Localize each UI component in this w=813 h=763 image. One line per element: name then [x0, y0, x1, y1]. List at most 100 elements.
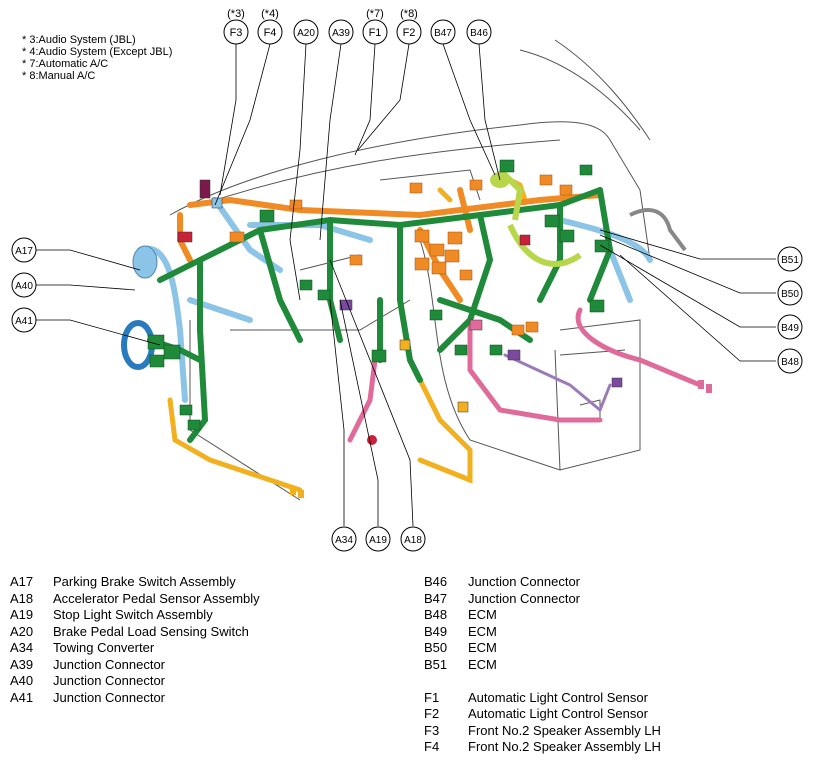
callout-A40: A40	[11, 272, 37, 298]
pink-conn-1	[698, 380, 704, 389]
connectors-orange	[229, 174, 573, 336]
legend-code: F2	[424, 706, 440, 721]
legend-row: A39 Junction Connector	[10, 657, 260, 674]
legend-code: B47	[424, 590, 448, 606]
legend-name: ECM	[468, 607, 497, 622]
footnote: * 7:Automatic A/C	[22, 58, 109, 70]
footnote: * 3:Audio System (JBL)	[22, 34, 136, 46]
callout-label: A17	[15, 246, 33, 257]
legend-name: Automatic Light Control Sensor	[468, 706, 648, 721]
callout-label: B50	[781, 289, 799, 300]
callout-label: B49	[781, 323, 799, 334]
legend-code: F3	[424, 722, 440, 738]
callout-F3: (*3) F3	[223, 8, 249, 45]
footnote: * 4:Audio System (Except JBL)	[22, 46, 173, 58]
legend-name: Accelerator Pedal Sensor Assembly	[53, 590, 260, 606]
legend-code: A20	[10, 623, 34, 639]
legend-row: A18 Accelerator Pedal Sensor Assembly	[10, 591, 260, 608]
legend-name: Junction Connector	[468, 590, 581, 606]
callout-label: B51	[781, 255, 799, 266]
duct-a17	[132, 245, 158, 279]
legend-name: ECM	[468, 656, 497, 672]
callout-F2: (*8) F2	[396, 8, 422, 45]
legend-spacer	[424, 673, 661, 690]
legend-row: B48 ECM	[424, 607, 661, 624]
legend-row: B46 Junction Connector	[424, 574, 661, 591]
harness-purple	[503, 353, 612, 412]
callout-B46: B46	[466, 19, 492, 45]
legend-code: F1	[424, 689, 440, 705]
a34-converter	[367, 435, 377, 445]
leader-lines	[36, 43, 776, 527]
callout-note: (*4)	[261, 8, 279, 20]
legend-code: B48	[424, 607, 448, 622]
connectors-misc	[177, 179, 623, 413]
legend-name: Stop Light Switch Assembly	[53, 607, 213, 622]
legend-code: A17	[10, 574, 34, 589]
legend-row: F1 Automatic Light Control Sensor	[424, 690, 661, 707]
wiring-harness-diagram: (*3) F3 (*4) F4 A20 A39 (*7) F1 (*8) F2 …	[11, 8, 803, 552]
callout-F1: (*7) F1	[362, 8, 388, 45]
legend-name: Towing Converter	[53, 640, 155, 655]
callout-A17: A17	[11, 237, 37, 263]
callout-A19: A19	[365, 526, 391, 552]
callout-A20: A20	[293, 19, 319, 45]
legend-code: B49	[424, 623, 448, 639]
legend-row: A34 Towing Converter	[10, 640, 260, 657]
legend-row: A20 Brake Pedal Load Sensing Switch	[10, 624, 260, 641]
legend-row: B49 ECM	[424, 624, 661, 641]
dashboard-outline	[169, 39, 651, 501]
legend-code: B50	[424, 640, 448, 655]
footnote: * 8:Manual A/C	[22, 70, 96, 82]
callout-A39: A39	[328, 19, 354, 45]
callout-label: A40	[15, 281, 33, 292]
legend-name: ECM	[468, 623, 497, 639]
yellow-conn-1	[290, 487, 296, 495]
callout-A18: A18	[400, 526, 426, 552]
callout-B47: B47	[430, 19, 456, 45]
legend-code: A39	[10, 656, 34, 672]
callout-label: B46	[470, 28, 488, 39]
yellow-conn-2	[298, 490, 304, 498]
callout-label: B48	[781, 357, 799, 368]
harness-pink	[347, 307, 703, 443]
callout-label: F4	[264, 27, 277, 39]
legend-code: B46	[424, 574, 448, 589]
legend-row: B51 ECM	[424, 657, 661, 674]
callout-label: B47	[434, 28, 452, 39]
callout-B49: B49	[777, 314, 803, 340]
callout-label: F1	[369, 27, 382, 39]
callout-label: F2	[403, 27, 416, 39]
legend-name: Junction Connector	[468, 574, 581, 589]
callout-note: (*3)	[227, 8, 245, 20]
legend-code: A18	[10, 590, 34, 606]
pink-conn-2	[706, 384, 712, 393]
connectors-green	[147, 159, 610, 431]
legend-name: Brake Pedal Load Sensing Switch	[53, 623, 249, 639]
callout-B48: B48	[777, 348, 803, 374]
legend-name: Parking Brake Switch Assembly	[53, 574, 236, 589]
callout-B50: B50	[777, 280, 803, 306]
callout-label: A34	[335, 535, 353, 546]
callout-note: (*8)	[400, 8, 418, 20]
legend-code: B51	[424, 656, 448, 672]
legend-row: A17 Parking Brake Switch Assembly	[10, 574, 260, 591]
legend-row: B47 Junction Connector	[424, 591, 661, 608]
callout-label: A18	[404, 535, 422, 546]
b51-sensor-pipe	[629, 208, 687, 252]
legend-name: Front No.2 Speaker Assembly LH	[468, 739, 661, 754]
legend-code: A34	[10, 640, 34, 655]
callout-label: A20	[297, 28, 315, 39]
callout-A41: A41	[11, 307, 37, 333]
legend-row: F2 Automatic Light Control Sensor	[424, 706, 661, 723]
callout-note: (*7)	[366, 8, 384, 20]
legend-row: F4 Front No.2 Speaker Assembly LH	[424, 739, 661, 756]
legend-code: F4	[424, 739, 440, 754]
callout-B51: B51	[777, 246, 803, 272]
legend-name: Junction Connector	[53, 656, 166, 672]
legend-name: Automatic Light Control Sensor	[468, 689, 648, 705]
